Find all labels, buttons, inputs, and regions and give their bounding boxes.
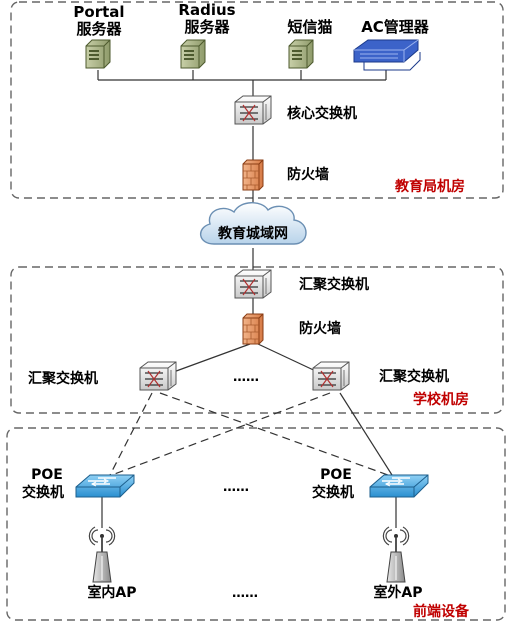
school-firewall-icon [242,313,264,345]
poe-switch-left-label-line1: POE [31,467,63,483]
school-switch-ellipsis: …… [233,370,259,385]
poe-switch-right-label-line2: 交换机 [312,484,354,501]
zone-label-bureau: 教育局机房 [395,178,465,195]
ac-manager-icon [353,39,421,71]
indoor-ap-label: 室内AP [87,584,136,601]
radius-server-label-line1: Radius [178,1,235,19]
metro-network-cloud-icon [200,202,307,245]
school-agg-switch-right-icon [312,361,350,391]
portal-server-label-line1: Portal [73,3,124,21]
poe-switch-right-icon [369,474,429,498]
school-agg-switch-top-icon [234,269,272,299]
school-agg-switch-right-label: 汇聚交换机 [379,368,449,385]
zone-box-bureau [10,1,504,199]
ac-manager-label: AC管理器 [361,18,430,36]
outdoor-ap-label: 室外AP [373,584,422,601]
core-switch-icon [234,95,272,125]
indoor-ap-icon [88,526,116,583]
poe-uplink-lines [109,392,393,476]
radius-server-icon [180,39,206,69]
zone-label-front: 前端设备 [413,603,470,620]
poe-switch-right-label-line1: POE [320,467,352,483]
school-agg-switch-left-icon [139,361,177,391]
core-switch-label: 核心交换机 [287,105,357,122]
portal-server-icon [85,39,111,69]
ap-ellipsis: …… [232,586,258,601]
school-agg-switch-left-label: 汇聚交换机 [28,370,98,387]
school-firewall-label: 防火墙 [299,320,341,337]
outdoor-ap-icon [382,526,410,583]
portal-server-label-line2: 服务器 [76,20,122,38]
poe-switch-ellipsis: …… [223,480,249,495]
server-bus-lines [97,70,387,96]
bureau-firewall-label: 防火墙 [287,166,329,183]
sms-modem-label: 短信猫 [287,18,332,36]
school-backbone-lines [167,248,323,375]
poe-switch-left-icon [75,474,135,498]
zone-box-front [6,427,506,621]
metro-network-label: 教育城域网 [218,225,288,242]
school-agg-switch-top-label: 汇聚交换机 [299,276,369,293]
zone-label-school: 学校机房 [413,391,469,408]
sms-modem-icon [288,39,314,69]
ap-link-lines [101,497,397,528]
poe-switch-left-label-line2: 交换机 [22,484,64,501]
radius-server-label-line2: 服务器 [184,18,230,36]
zone-box-school [10,266,504,414]
bureau-firewall-icon [242,159,264,191]
